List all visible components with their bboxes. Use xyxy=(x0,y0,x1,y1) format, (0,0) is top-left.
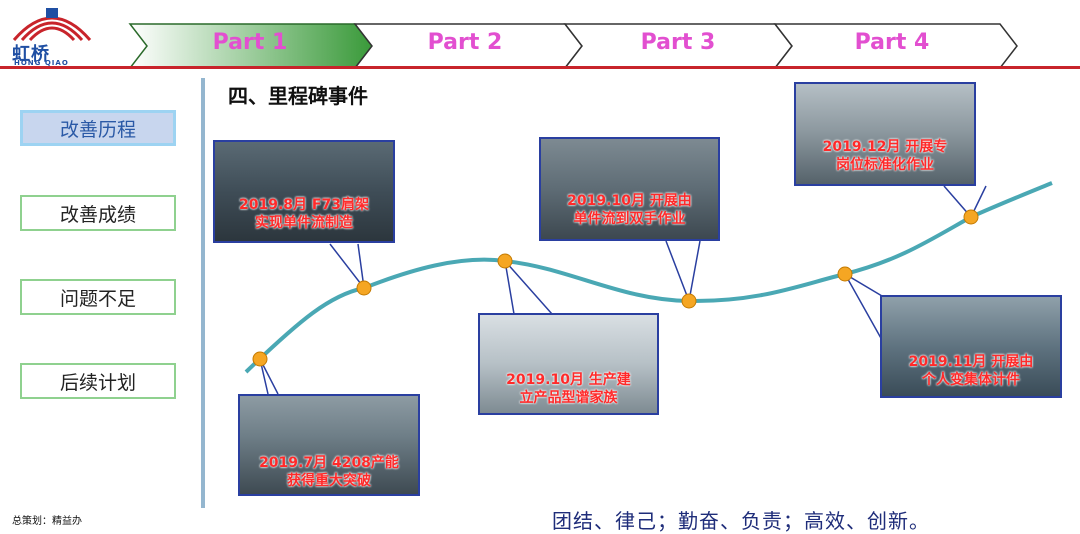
milestone-photo-4: 2019.10月 开展由 单件流到双手作业 xyxy=(539,137,720,241)
nav-follow-up-plan[interactable]: 后续计划 xyxy=(20,363,176,399)
step-chevrons xyxy=(128,23,1018,69)
milestone-caption-2: 2019.8月 F73肩架 实现单件流制造 xyxy=(239,197,369,231)
milestone-photo-1: 2019.7月 4208产能 获得重大突破 xyxy=(238,394,420,496)
vertical-divider xyxy=(201,78,205,508)
milestone-dot-4 xyxy=(681,293,697,309)
company-logo: 虹桥 HONG QIAO xyxy=(4,2,100,67)
step-part-2[interactable]: Part 2 xyxy=(427,30,503,55)
nav-problems[interactable]: 问题不足 xyxy=(20,279,176,315)
nav-improvement-history[interactable]: 改善历程 xyxy=(20,110,176,146)
logo-text: 虹桥 xyxy=(12,44,50,65)
milestone-photo-5: 2019.11月 开展由 个人变集体计件 xyxy=(880,295,1062,398)
footer-organizer: 总策划：精益办 xyxy=(12,516,82,527)
milestone-caption-6: 2019.12月 开展专 岗位标准化作业 xyxy=(822,139,948,173)
milestone-dot-3 xyxy=(497,253,513,269)
milestone-dot-1 xyxy=(252,351,268,367)
milestone-dot-6 xyxy=(963,209,979,225)
milestone-caption-3: 2019.10月 生产建 立产品型谱家族 xyxy=(506,372,631,406)
step-part-4[interactable]: Part 4 xyxy=(854,30,930,55)
section-title: 四、里程碑事件 xyxy=(228,84,368,108)
milestone-caption-1: 2019.7月 4208产能 获得重大突破 xyxy=(259,455,399,489)
step-part-3[interactable]: Part 3 xyxy=(640,30,716,55)
footer-motto: 团结、律己；勤奋、负责；高效、创新。 xyxy=(552,509,930,533)
step-part-1[interactable]: Part 1 xyxy=(212,30,288,55)
milestone-caption-5: 2019.11月 开展由 个人变集体计件 xyxy=(908,354,1034,388)
milestone-photo-3: 2019.10月 生产建 立产品型谱家族 xyxy=(478,313,659,415)
milestone-photo-2: 2019.8月 F73肩架 实现单件流制造 xyxy=(213,140,395,243)
milestone-dot-2 xyxy=(356,280,372,296)
nav-improvement-results[interactable]: 改善成绩 xyxy=(20,195,176,231)
logo-subtitle: HONG QIAO xyxy=(14,59,69,67)
milestone-caption-4: 2019.10月 开展由 单件流到双手作业 xyxy=(567,193,692,227)
milestone-dot-5 xyxy=(837,266,853,282)
header-divider xyxy=(0,66,1080,69)
milestone-photo-6: 2019.12月 开展专 岗位标准化作业 xyxy=(794,82,976,186)
